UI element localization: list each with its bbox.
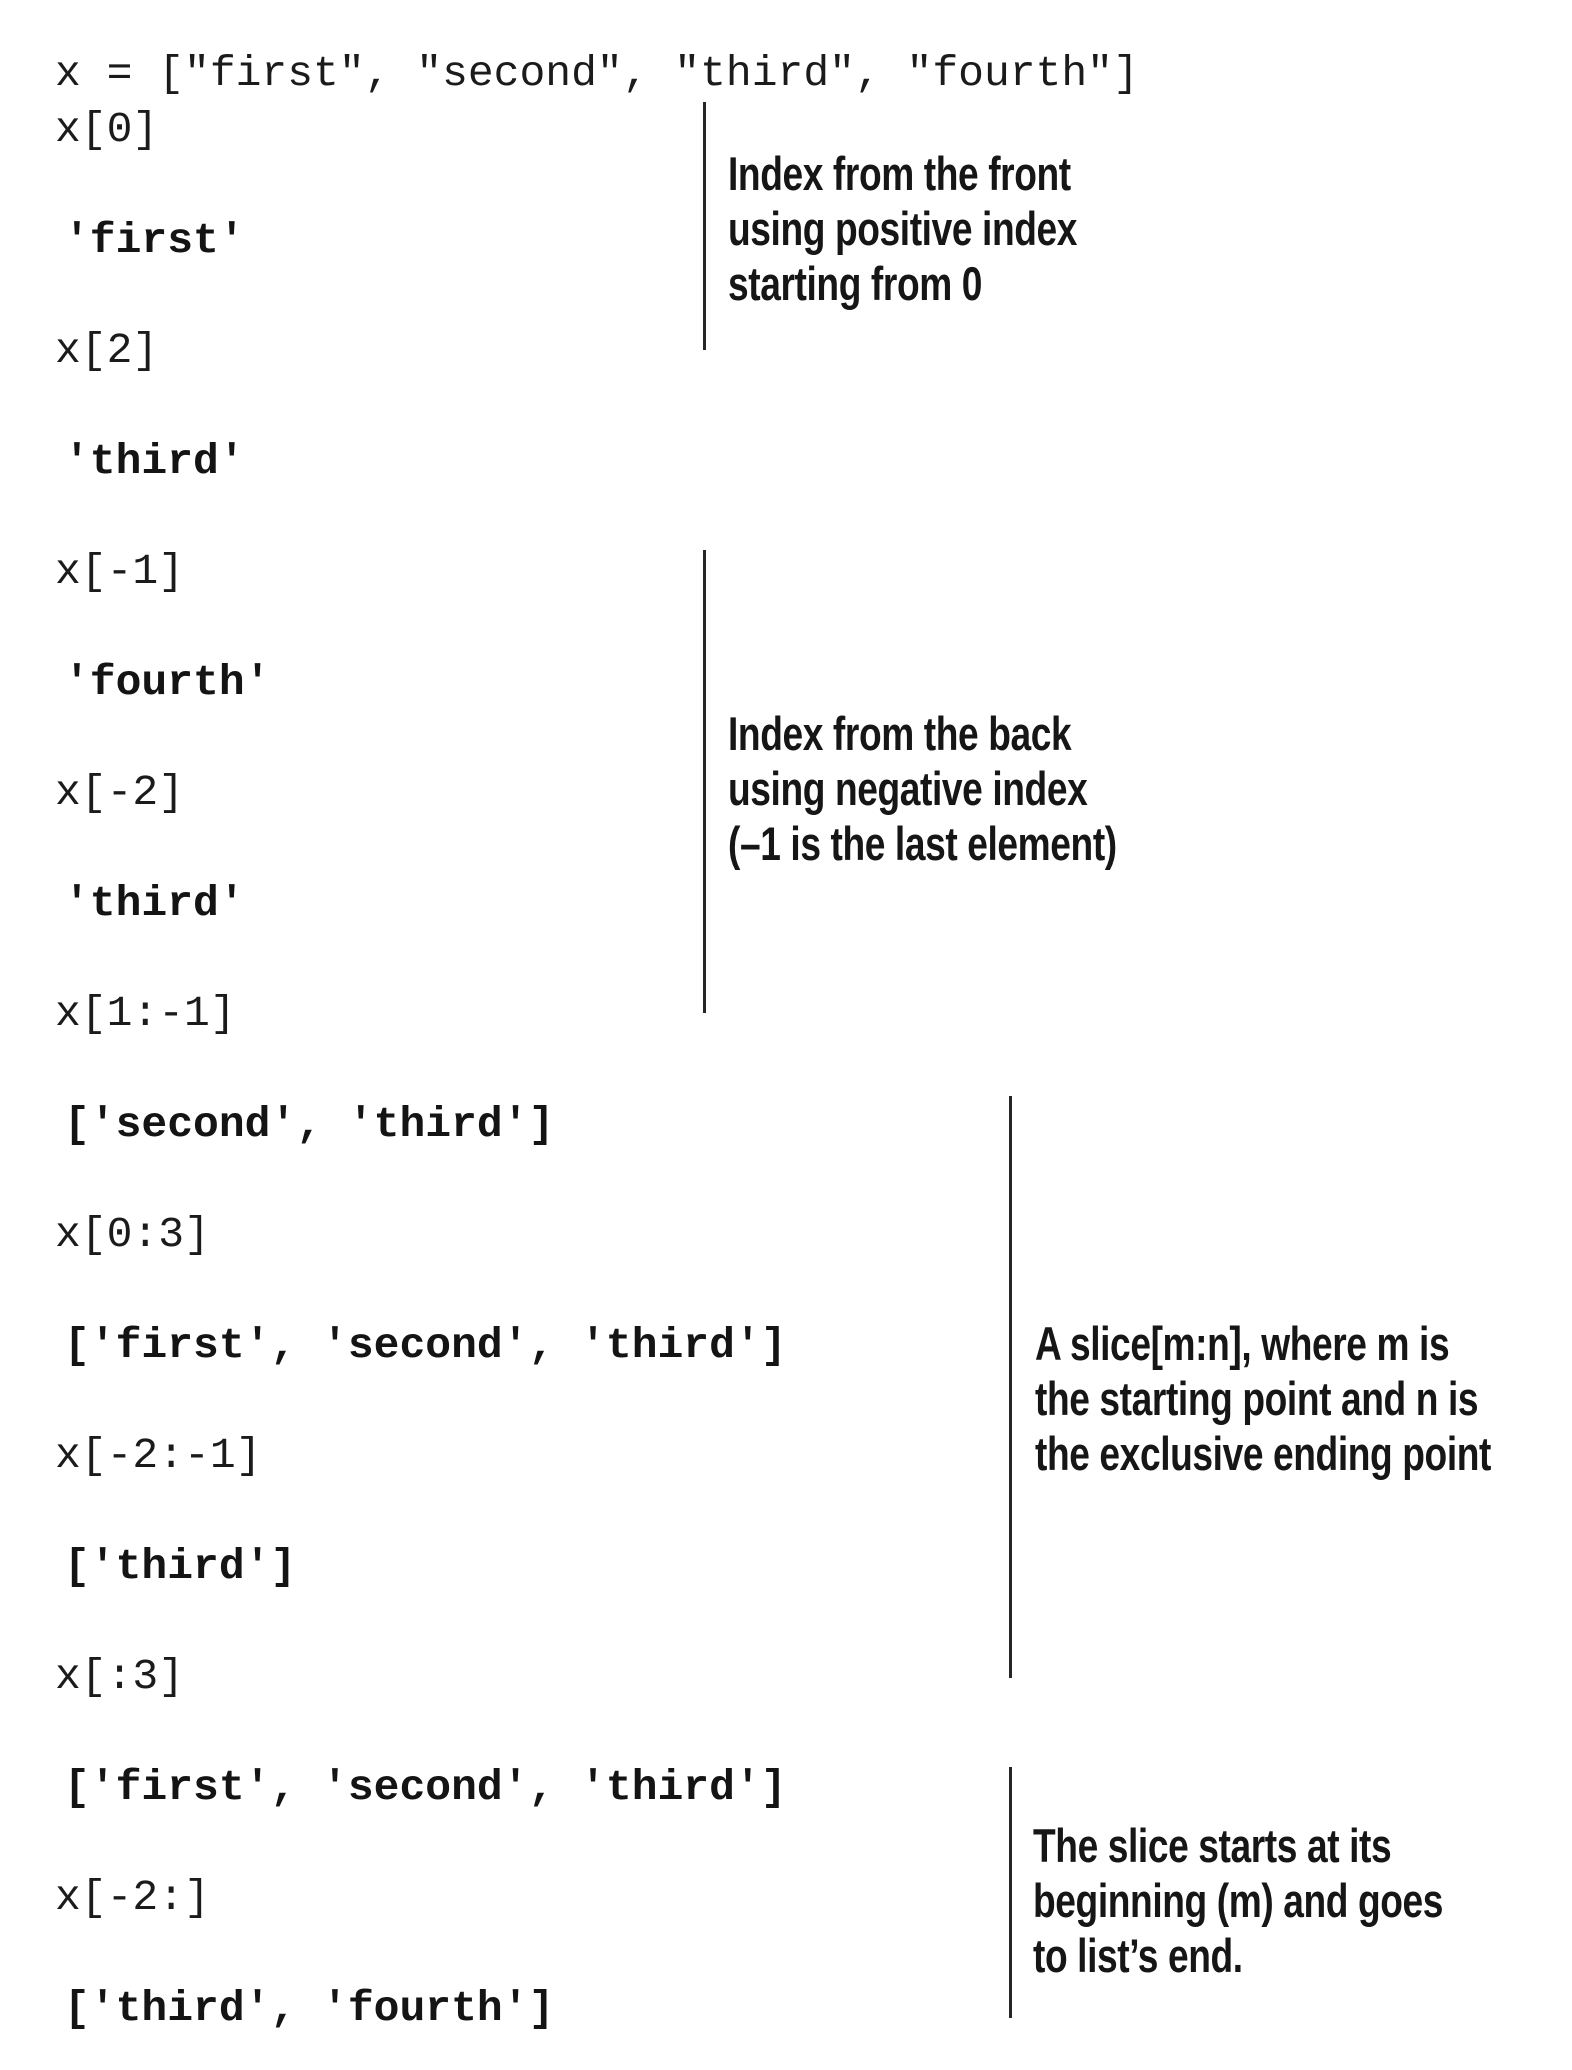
code-line-output: 'third' (64, 879, 245, 928)
code-line-output: ['third', 'fourth'] (64, 1984, 555, 2033)
code-line-output: ['first', 'second', 'third'] (64, 1763, 787, 1812)
code-line-input: x[1:-1] (55, 989, 236, 1038)
annotation-line: The slice starts at its (1033, 1819, 1392, 1872)
annotation-line: beginning (m) and goes (1033, 1874, 1444, 1927)
annotation-rule-index-front (703, 102, 706, 350)
annotation-index-front: Index from the front using positive inde… (728, 146, 1077, 311)
annotation-line: the starting point and n is (1035, 1372, 1479, 1425)
code-line-output: ['second', 'third'] (64, 1100, 555, 1149)
code-line-input: x[0] (55, 105, 159, 154)
code-line-input: x[-1] (55, 547, 185, 596)
code-line-input: x[-2:-1] (55, 1431, 262, 1480)
code-line-input: x[0:3] (55, 1210, 210, 1259)
code-line-output: 'first' (64, 216, 245, 265)
annotation-slice-mn: A slice[m:n], where m is the starting po… (1035, 1316, 1491, 1481)
annotation-line: using negative index (728, 762, 1088, 815)
annotation-rule-slice-mn (1009, 1096, 1012, 1678)
annotation-line: to list’s end. (1033, 1929, 1243, 1982)
annotation-line: (–1 is the last element) (728, 817, 1117, 870)
code-line-output: ['third'] (64, 1542, 297, 1591)
annotation-line: Index from the front (728, 147, 1071, 200)
annotation-slice-open-end: The slice starts at its beginning (m) an… (1033, 1818, 1443, 1983)
code-line-input: x[2] (55, 326, 159, 375)
code-line-output: 'fourth' (64, 658, 271, 707)
annotation-rule-slice-open-end (1009, 1767, 1012, 2018)
annotation-line: starting from 0 (728, 257, 983, 310)
annotation-line: the exclusive ending point (1035, 1427, 1492, 1480)
code-line-output: 'third' (64, 437, 245, 486)
code-line-input: x = ["first", "second", "third", "fourth… (55, 49, 1139, 98)
annotation-line: using positive index (728, 202, 1078, 255)
code-line-output: ['first', 'second', 'third'] (64, 1321, 787, 1370)
annotation-index-back: Index from the back using negative index… (728, 706, 1117, 871)
code-line-input: x[-2:] (55, 1873, 210, 1922)
annotation-rule-index-back (703, 550, 706, 1013)
annotation-line: Index from the back (728, 707, 1072, 760)
code-line-input: x[-2] (55, 768, 185, 817)
annotation-line: A slice[m:n], where m is (1035, 1317, 1450, 1370)
code-line-input: x[:3] (55, 1652, 185, 1701)
